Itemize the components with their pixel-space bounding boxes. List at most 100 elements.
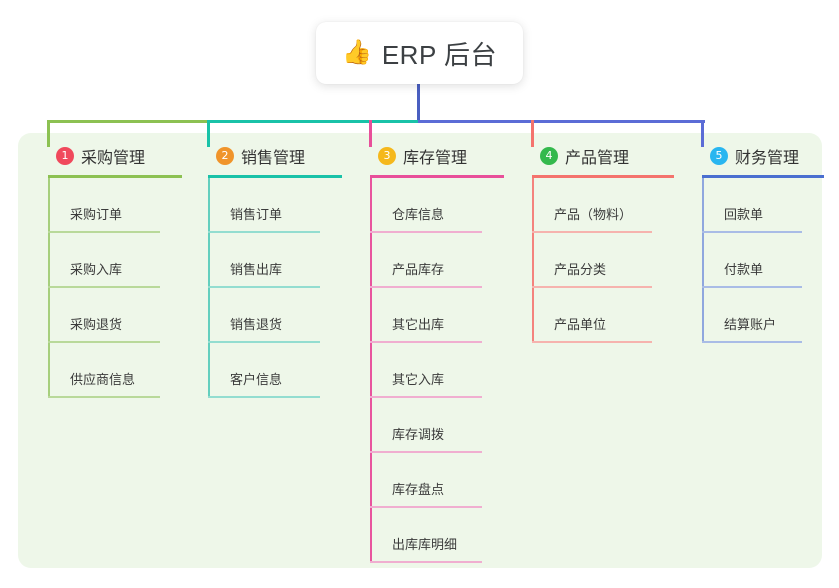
leaf-node[interactable]: 产品分类 [520,233,680,288]
leaf-node[interactable]: 结算账户 [690,288,830,343]
leaf-label: 库存盘点 [392,482,445,497]
leaf-rule [208,231,320,233]
leaf-node[interactable]: 其它出库 [358,288,510,343]
leaf-label: 产品（物料） [554,207,633,222]
column-header-rule [208,175,342,178]
leaf-rule [702,286,802,288]
connector-bar-teal [208,120,420,123]
page-title: ERP 后台 [381,39,498,70]
leaf-node[interactable]: 库存调拨 [358,398,510,453]
column-leaf-list: 产品（物料） 产品分类产品单位 [520,178,680,343]
leaf-label: 销售订单 [230,207,283,222]
leaf-node[interactable]: 产品（物料） [520,178,680,233]
leaf-rule [702,231,802,233]
leaf-label: 采购入库 [70,262,123,277]
leaf-rule [208,396,320,398]
leaf-rule [370,396,482,398]
leaf-node[interactable]: 出库库明细 [358,508,510,563]
leaf-label: 供应商信息 [70,372,136,387]
column-财务管理: 5 财务管理回款单付款单结算账户 [690,143,830,343]
leaf-rule [48,341,160,343]
leaf-node[interactable]: 采购订单 [36,178,188,233]
leaf-node[interactable]: 销售订单 [196,178,348,233]
leaf-label: 采购退货 [70,317,123,332]
leaf-rule [370,506,482,508]
leaf-label: 仓库信息 [392,207,445,222]
leaf-node[interactable]: 采购入库 [36,233,188,288]
leaf-label: 客户信息 [230,372,283,387]
column-库存管理: 3 库存管理仓库信息产品库存其它出库其它入库库存调拨库存盘点出库库明细 [358,143,510,563]
leaf-node[interactable]: 产品单位 [520,288,680,343]
column-spine [48,178,50,398]
leaf-rule [48,231,160,233]
column-spine [702,178,704,343]
leaf-node[interactable]: 客户信息 [196,343,348,398]
column-title: 库存管理 [403,150,468,167]
leaf-rule [48,286,160,288]
leaf-node[interactable]: 供应商信息 [36,343,188,398]
leaf-label: 出库库明细 [392,537,458,552]
leaf-rule [208,286,320,288]
leaf-node[interactable]: 采购退货 [36,288,188,343]
column-header-rule [48,175,182,178]
column-header-rule [370,175,504,178]
column-header-3[interactable]: 3 库存管理 [358,143,510,169]
leaf-rule [532,341,652,343]
column-leaf-list: 仓库信息产品库存其它出库其它入库库存调拨库存盘点出库库明细 [358,178,510,563]
leaf-rule [48,396,160,398]
leaf-label: 回款单 [724,207,764,222]
leaf-rule [370,286,482,288]
leaf-rule [208,341,320,343]
column-badge-icon: 4 [540,147,558,165]
column-leaf-list: 销售订单销售出库销售退货客户信息 [196,178,348,398]
connector-trunk [417,84,420,123]
leaf-label: 产品库存 [392,262,445,277]
connector-bar-blue [418,120,705,123]
leaf-rule [532,286,652,288]
column-header-rule [532,175,674,178]
leaf-rule [370,451,482,453]
leaf-rule [370,231,482,233]
leaf-node[interactable]: 销售退货 [196,288,348,343]
leaf-label: 产品单位 [554,317,607,332]
leaf-rule [702,341,802,343]
column-leaf-list: 采购订单采购入库采购退货供应商信息 [36,178,188,398]
leaf-node[interactable]: 库存盘点 [358,453,510,508]
column-产品管理: 4 产品管理产品（物料） 产品分类产品单位 [520,143,680,343]
leaf-node[interactable]: 产品库存 [358,233,510,288]
column-title: 产品管理 [565,150,630,167]
connector-drop-2 [207,120,210,147]
column-header-4[interactable]: 4 产品管理 [520,143,680,169]
connector-drop-3 [369,120,372,147]
column-title: 采购管理 [81,150,146,167]
leaf-label: 其它入库 [392,372,445,387]
column-header-5[interactable]: 5 财务管理 [690,143,830,169]
column-title: 销售管理 [241,150,306,167]
leaf-label: 其它出库 [392,317,445,332]
leaf-label: 结算账户 [724,317,777,332]
leaf-node[interactable]: 回款单 [690,178,830,233]
column-badge-icon: 3 [378,147,396,165]
connector-bar-green [48,120,210,123]
column-title: 财务管理 [735,150,800,167]
leaf-label: 采购订单 [70,207,123,222]
thumbs-up-icon: 👍 [341,39,372,66]
leaf-node[interactable]: 销售出库 [196,233,348,288]
connector-drop-4 [531,120,534,147]
root-node-card[interactable]: 👍 ERP 后台 [316,22,523,84]
leaf-rule [370,341,482,343]
leaf-label: 产品分类 [554,262,607,277]
leaf-node[interactable]: 仓库信息 [358,178,510,233]
leaf-label: 销售出库 [230,262,283,277]
column-spine [370,178,372,563]
leaf-node[interactable]: 付款单 [690,233,830,288]
leaf-label: 销售退货 [230,317,283,332]
column-spine [532,178,534,343]
leaf-node[interactable]: 其它入库 [358,343,510,398]
column-badge-icon: 5 [710,147,728,165]
leaf-rule [370,561,482,563]
